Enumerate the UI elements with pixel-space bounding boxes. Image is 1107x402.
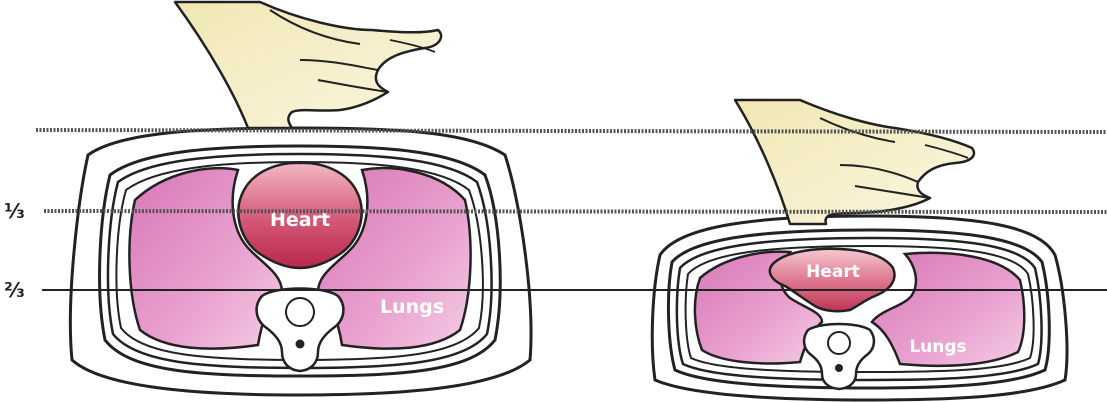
right-lungs-label: Lungs (909, 337, 966, 357)
left-hand-icon (175, 2, 441, 128)
left-lungs-label: Lungs (380, 296, 444, 318)
one-third-guide-line (44, 211, 1107, 212)
right-spinal-canal (828, 332, 850, 354)
right-panel-compressed-chest: Heart Lungs (652, 100, 1067, 400)
one-third-label: ¹⁄₃ (4, 199, 25, 223)
right-heart-label: Heart (806, 262, 860, 282)
right-spinal-cord (835, 364, 843, 372)
left-spinal-cord (296, 340, 305, 349)
left-panel-normal-chest: Heart Lungs (70, 2, 531, 395)
left-spinal-canal (286, 298, 314, 326)
two-thirds-label: ²⁄₃ (4, 278, 25, 302)
right-hand-icon (735, 100, 974, 224)
